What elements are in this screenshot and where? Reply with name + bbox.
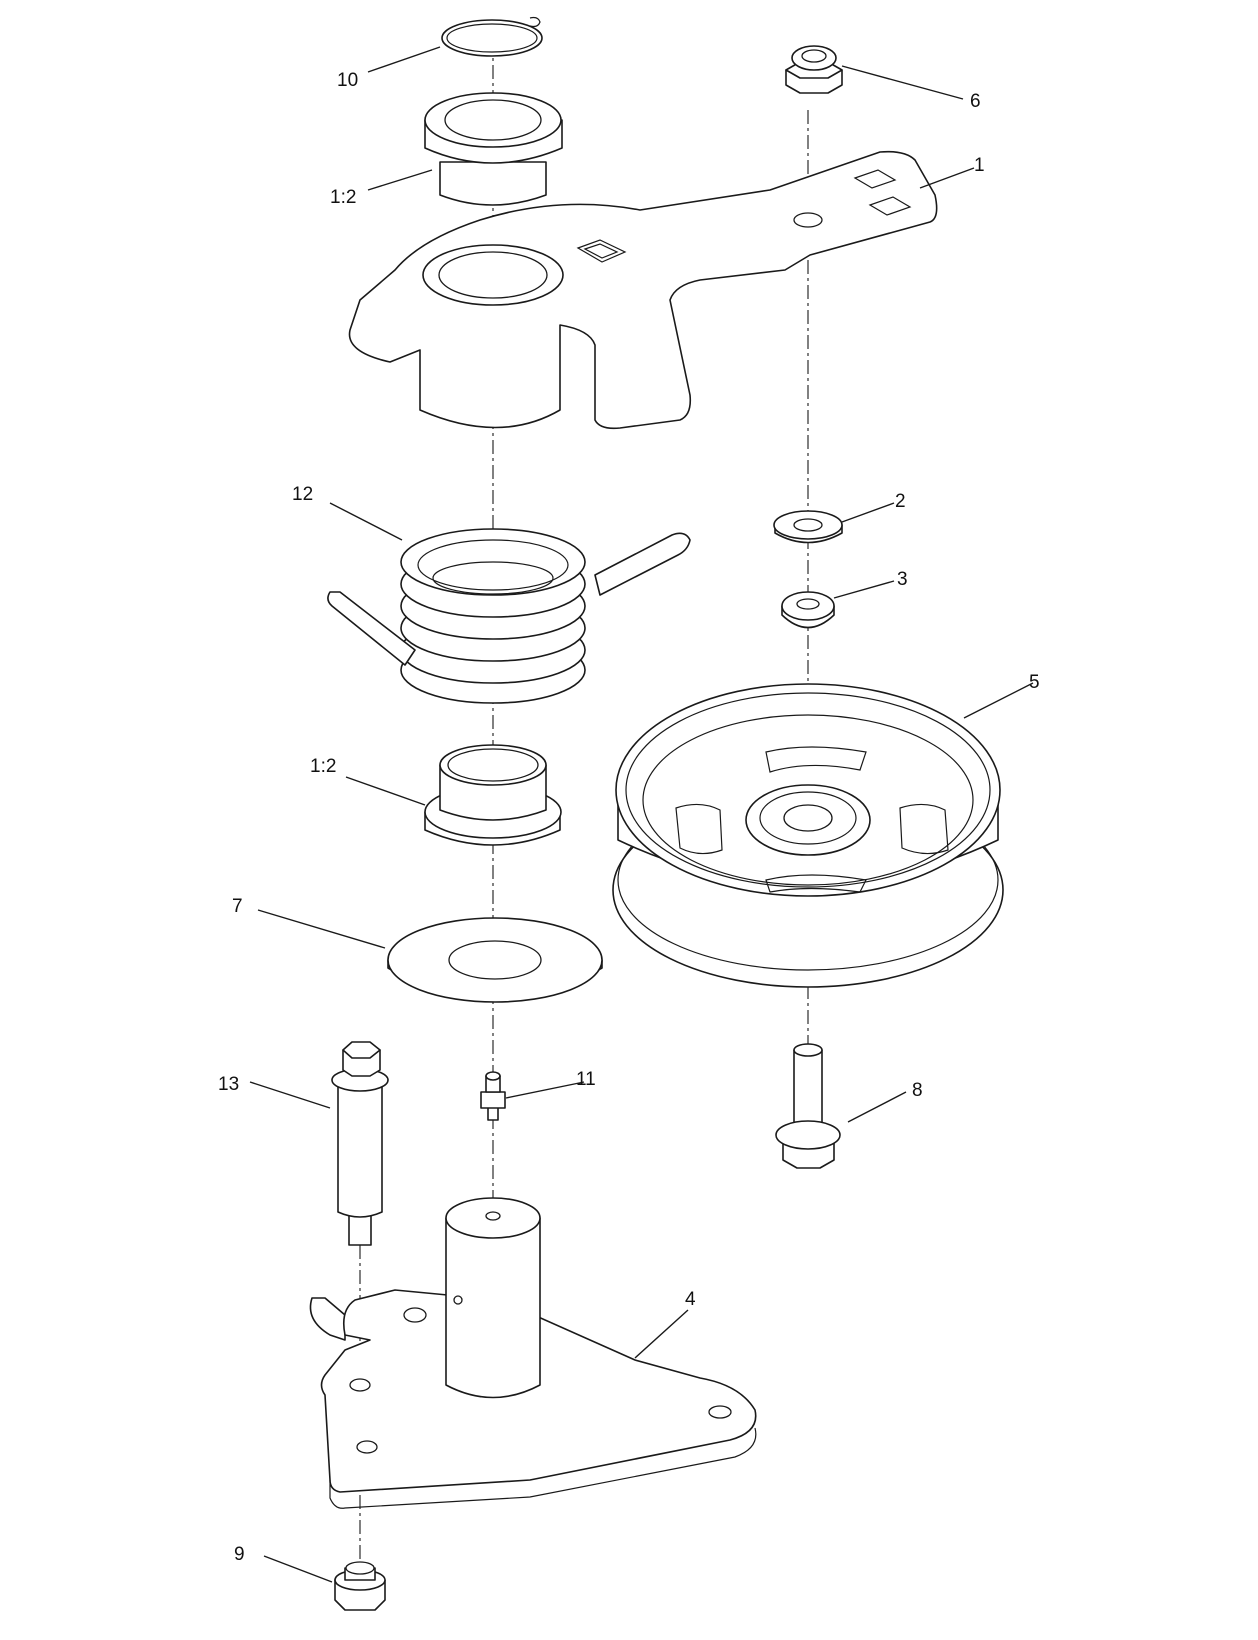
callout-11: 11 [576, 1069, 596, 1090]
idler-mount-plate-part-4 [309, 1197, 757, 1509]
idler-arm-part-1 [348, 150, 938, 430]
bushing-upper-part-1-2 [424, 92, 563, 206]
callout-10: 10 [337, 70, 358, 91]
callout-7: 7 [232, 896, 243, 917]
flange-nut-part-9 [334, 1561, 386, 1611]
callout-1-2-lower: 1:2 [310, 756, 336, 777]
torsion-spring-part-12 [327, 528, 691, 704]
callout-13: 13 [218, 1074, 239, 1095]
retaining-ring-part-10 [441, 16, 543, 57]
spacer-part-3 [781, 591, 835, 629]
lock-nut-part-6 [785, 45, 843, 94]
washer-part-2 [773, 510, 843, 544]
shoulder-bolt-part-13 [331, 1041, 389, 1246]
callout-12: 12 [292, 484, 313, 505]
flange-bolt-part-8 [775, 1043, 841, 1169]
bushing-lower-part-1-2 [424, 744, 562, 846]
leader-lines [249, 46, 1034, 1583]
callout-5: 5 [1029, 672, 1040, 693]
callout-6: 6 [970, 91, 981, 112]
callout-1: 1 [974, 155, 985, 176]
grease-fitting-part-11 [480, 1071, 506, 1121]
flat-washer-part-7 [387, 917, 603, 1003]
callout-labels: 10 1:2 12 1:2 7 13 11 9 6 1 2 3 5 8 4 [218, 70, 1040, 1565]
callout-8: 8 [912, 1080, 923, 1101]
callout-4: 4 [685, 1289, 696, 1310]
callout-3: 3 [897, 569, 908, 590]
callout-1-2-upper: 1:2 [330, 187, 356, 208]
callout-2: 2 [895, 491, 906, 512]
idler-pulley-part-5 [612, 683, 1004, 988]
callout-9: 9 [234, 1544, 245, 1565]
